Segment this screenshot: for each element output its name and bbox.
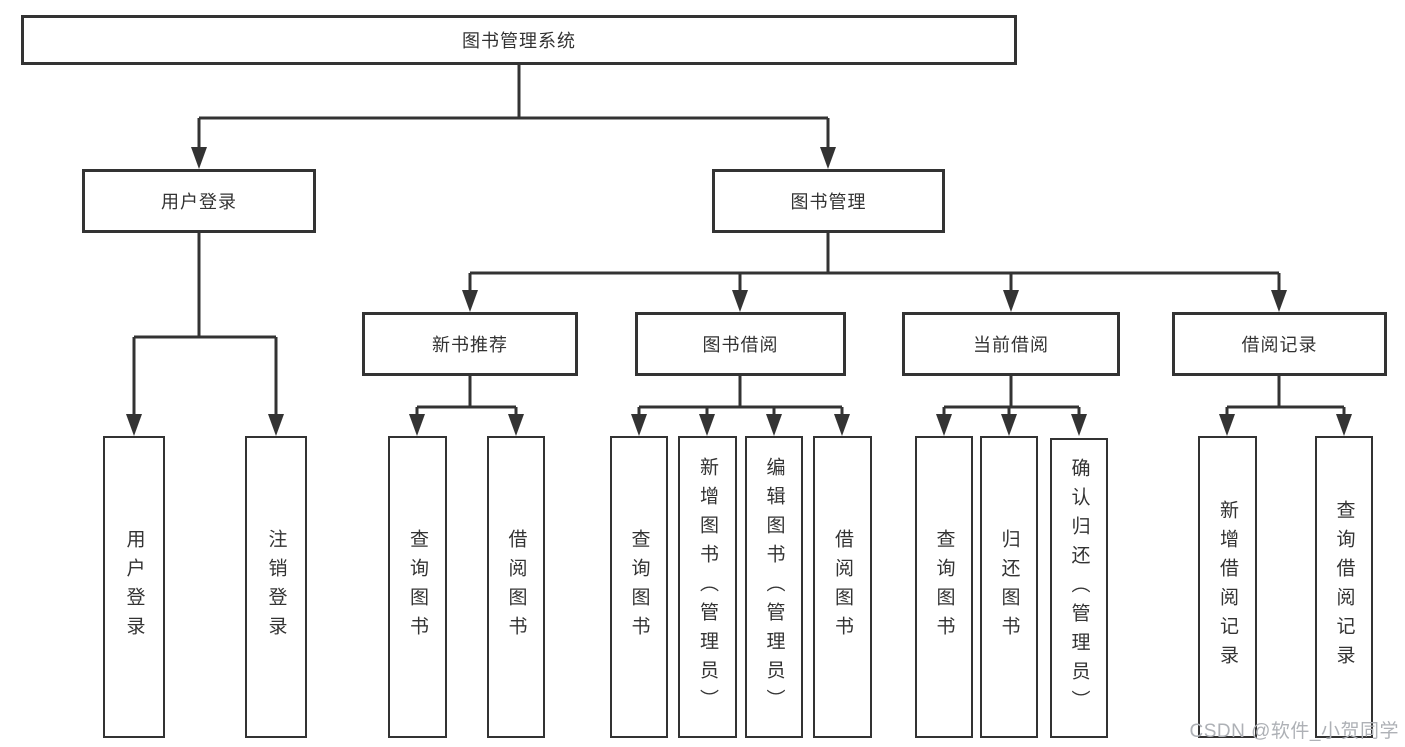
leaf-br-query-record: 查询借阅记录 [1315, 436, 1373, 738]
connector-user-login [132, 232, 278, 419]
leaf-bb-query-books: 查询图书 [610, 436, 668, 738]
connector-current-borrowing [942, 375, 1081, 419]
leaf-bb-add-books-admin-label: 新增图书（管理员） [697, 456, 718, 718]
leaf-user-login: 用户登录 [103, 436, 165, 738]
connector-book-borrowing [637, 375, 844, 419]
leaf-cb-confirm-return-admin: 确认归还（管理员） [1050, 438, 1108, 738]
leaf-rec-query-books: 查询图书 [388, 436, 447, 738]
leaf-rec-borrow-books-label: 借阅图书 [505, 529, 527, 645]
node-user-login: 用户登录 [82, 169, 316, 233]
leaf-bb-edit-books-admin: 编辑图书（管理员） [745, 436, 803, 738]
leaf-br-query-record-label: 查询借阅记录 [1333, 500, 1355, 674]
leaf-rec-borrow-books: 借阅图书 [487, 436, 545, 738]
connector-book-management [468, 232, 1281, 296]
node-borrowing-records: 借阅记录 [1172, 312, 1387, 376]
node-current-borrowing: 当前借阅 [902, 312, 1120, 376]
leaf-bb-borrow-books: 借阅图书 [813, 436, 872, 738]
node-root-system: 图书管理系统 [21, 15, 1017, 65]
node-book-management: 图书管理 [712, 169, 945, 233]
leaf-bb-query-books-label: 查询图书 [628, 529, 650, 645]
leaf-cb-query-books: 查询图书 [915, 436, 973, 738]
leaf-cb-query-books-label: 查询图书 [933, 529, 955, 645]
leaf-user-login-label: 用户登录 [123, 529, 145, 645]
leaf-cb-return-books: 归还图书 [980, 436, 1038, 738]
connector-new-book-recommendation [415, 375, 518, 419]
leaf-bb-add-books-admin: 新增图书（管理员） [678, 436, 737, 738]
node-new-book-recommendation: 新书推荐 [362, 312, 578, 376]
leaf-br-add-record: 新增借阅记录 [1198, 436, 1257, 738]
leaf-cb-confirm-return-admin-label: 确认归还（管理员） [1068, 457, 1090, 719]
leaf-logout: 注销登录 [245, 436, 307, 738]
node-book-borrowing: 图书借阅 [635, 312, 846, 376]
connector-borrowing-records [1225, 375, 1346, 419]
connector-root [197, 64, 830, 152]
leaf-bb-edit-books-admin-label: 编辑图书（管理员） [763, 456, 785, 718]
leaf-logout-label: 注销登录 [265, 529, 287, 645]
leaf-bb-borrow-books-label: 借阅图书 [832, 529, 853, 645]
leaf-br-add-record-label: 新增借阅记录 [1217, 500, 1238, 674]
leaf-rec-query-books-label: 查询图书 [407, 529, 428, 645]
leaf-cb-return-books-label: 归还图书 [998, 529, 1020, 645]
